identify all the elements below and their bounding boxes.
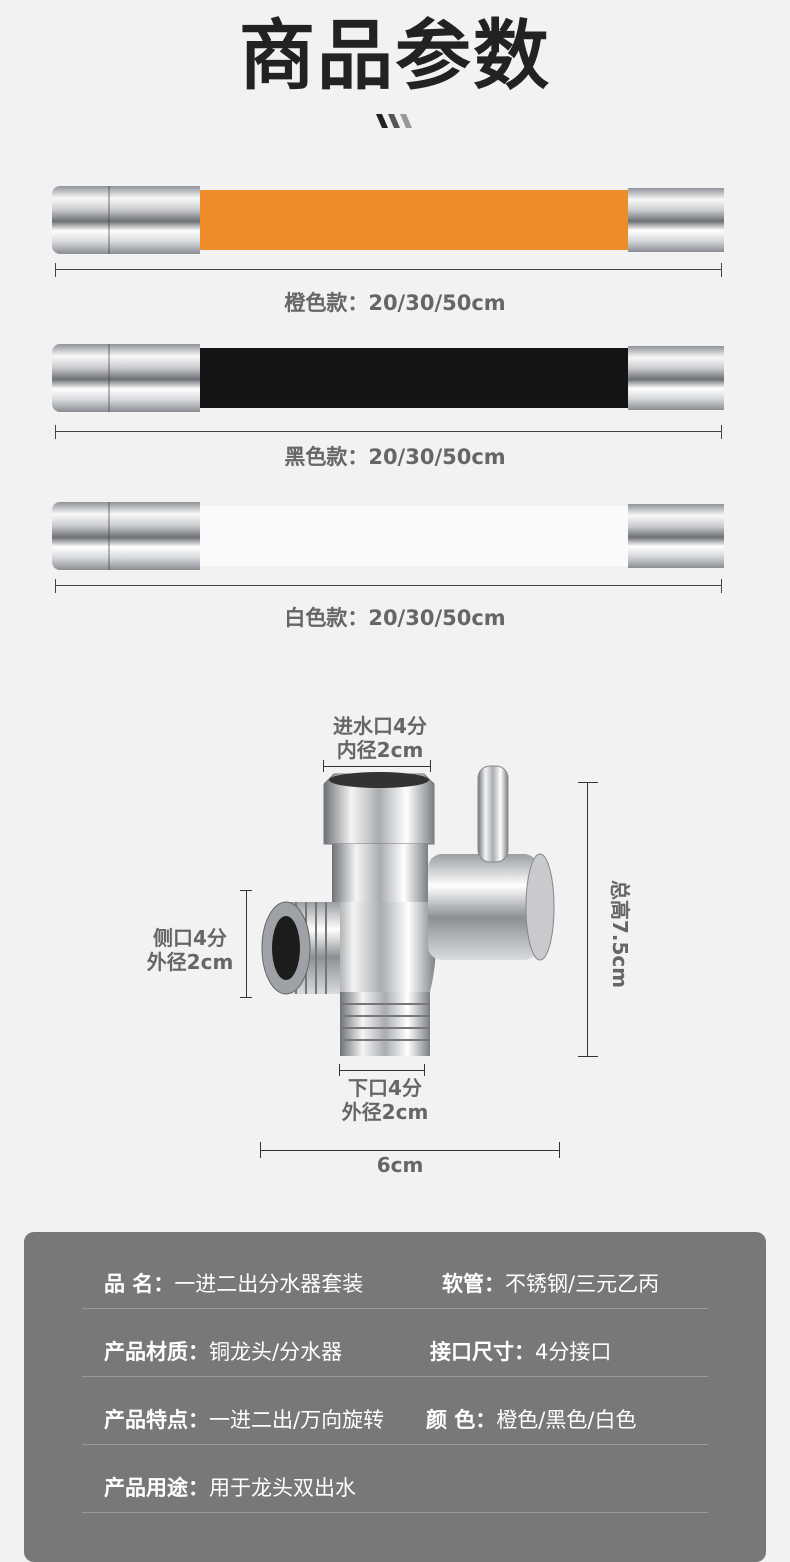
dimension-tick [323,760,324,772]
spec-color: 颜 色：橙色/黑色/白色 [426,1404,636,1434]
total-height-label: 总高7.5cm [608,879,632,989]
table-divider [82,1308,708,1309]
dimension-tick [260,1142,261,1158]
white-hose-label: 白色款：20/30/50cm [284,606,506,630]
dimension-tick [424,1064,425,1076]
black-hose-label: 黑色款：20/30/50cm [284,445,506,469]
hose-left-fitting [52,344,200,412]
dimension-tick [578,1056,598,1057]
chevron-decoration-icon [376,114,412,128]
side-size-label: 侧口4分 [153,926,227,950]
orange-hose-image [52,186,724,254]
spec-name-value: 一进二出分水器套装 [174,1272,364,1296]
spec-interface: 接口尺寸：4分接口 [430,1336,611,1366]
inlet-size-label: 进水口4分 [333,714,427,738]
spec-interface-value: 4分接口 [535,1340,612,1364]
bottom-diameter-label: 外径2cm [341,1100,429,1124]
spec-hose-label: 软管： [442,1272,505,1296]
diverter-valve-image [261,765,555,1056]
dimension-tick [339,1064,340,1076]
side-dimension-line [246,890,247,998]
spec-color-value: 橙色/黑色/白色 [496,1408,637,1432]
spec-usage: 产品用途：用于龙头双出水 [104,1472,356,1502]
black-hose-image [52,344,724,412]
white-hose-image [52,502,724,570]
inlet-diameter-label: 内径2cm [336,738,424,762]
table-divider [82,1376,708,1377]
dimension-tick [240,890,252,891]
spec-hose-value: 不锈钢/三元乙丙 [505,1272,660,1296]
total-width-label: 6cm [376,1153,424,1177]
hose-length-dimension [55,425,722,439]
spec-name-label: 品 名： [104,1272,175,1296]
spec-material: 产品材质：铜龙头/分水器 [104,1336,342,1366]
hose-right-fitting [628,346,724,410]
width-dimension-line [260,1150,560,1151]
spec-usage-value: 用于龙头双出水 [209,1476,356,1500]
black-hose-tube [200,348,628,408]
spec-usage-label: 产品用途： [104,1476,209,1500]
spec-name: 品 名：一进二出分水器套装 [104,1268,363,1298]
table-divider [82,1444,708,1445]
hose-left-fitting [52,502,200,570]
side-diameter-label: 外径2cm [146,950,234,974]
orange-hose-label: 橙色款：20/30/50cm [284,291,506,315]
dimension-tick [559,1142,560,1158]
spec-hose: 软管：不锈钢/三元乙丙 [442,1268,659,1298]
height-dimension-line [587,782,588,1056]
bottom-dimension-line [339,1070,425,1071]
page-title: 商品参数 [239,11,551,100]
spec-table: 品 名：一进二出分水器套装 软管：不锈钢/三元乙丙 产品材质：铜龙头/分水器 接… [24,1232,766,1562]
hose-length-dimension [55,579,722,593]
hose-left-fitting [52,186,200,254]
spec-color-label: 颜 色： [426,1408,497,1432]
spec-interface-label: 接口尺寸： [430,1340,535,1364]
dimension-tick [240,997,252,998]
spec-feature-label: 产品特点： [104,1408,209,1432]
white-hose-tube [200,506,628,566]
spec-feature: 产品特点：一进二出/万向旋转 [104,1404,384,1434]
spec-feature-value: 一进二出/万向旋转 [209,1408,385,1432]
dimension-tick [578,782,598,783]
dimension-tick [430,760,431,772]
spec-material-label: 产品材质： [104,1340,209,1364]
hose-right-fitting [628,188,724,252]
spec-material-value: 铜龙头/分水器 [209,1340,343,1364]
inlet-dimension-line [323,766,431,767]
hose-right-fitting [628,504,724,568]
orange-hose-tube [200,190,628,250]
bottom-size-label: 下口4分 [348,1076,422,1100]
table-divider [82,1512,708,1513]
hose-length-dimension [55,263,722,277]
